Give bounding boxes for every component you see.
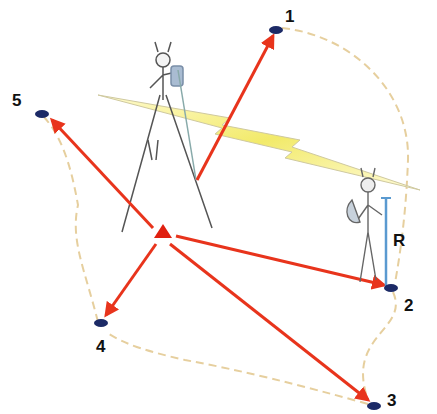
height-label: R bbox=[393, 232, 405, 249]
direction-arrow bbox=[52, 36, 384, 400]
rod-person bbox=[347, 168, 391, 286]
boundary-curve bbox=[44, 28, 408, 404]
point-number: 1 bbox=[285, 8, 294, 25]
point-number: 5 bbox=[12, 92, 21, 109]
point-number: 2 bbox=[404, 297, 413, 314]
surveyor-figure bbox=[122, 42, 212, 232]
point-number: 4 bbox=[96, 338, 105, 355]
point-marker bbox=[35, 26, 398, 410]
point-number: 3 bbox=[387, 392, 396, 409]
center-marker bbox=[154, 224, 172, 238]
